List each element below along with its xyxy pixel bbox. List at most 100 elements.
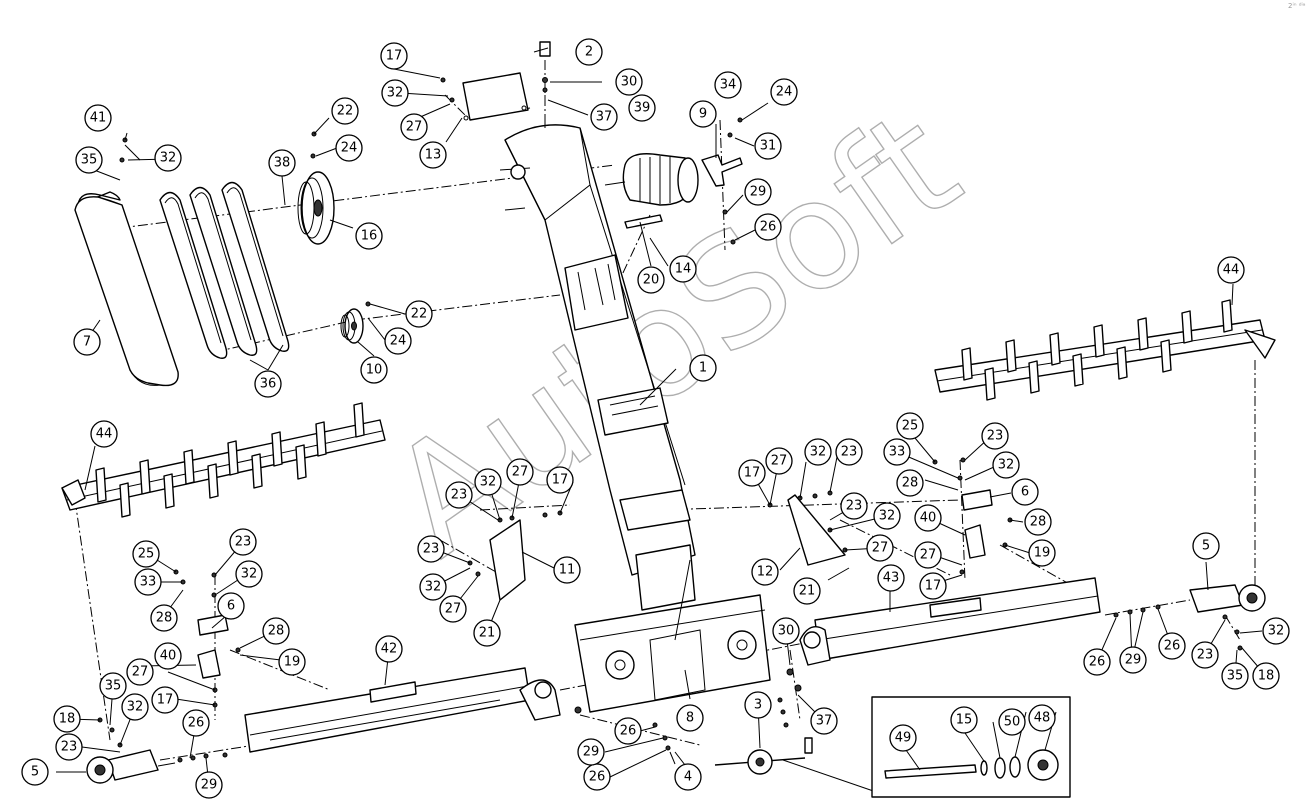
callout-27: 27: [765, 447, 793, 475]
svg-text:29: 29: [750, 185, 767, 200]
svg-text:28: 28: [268, 624, 285, 639]
svg-text:26: 26: [1089, 655, 1106, 670]
callout-38: 38: [268, 149, 296, 177]
callout-7: 7: [73, 328, 101, 356]
callout-1: 1: [689, 354, 717, 382]
callout-35: 35: [1221, 662, 1249, 690]
callouts: 1 2 3 4 5 5 6 6 7 8 9 10 11 12 13 14 15 …: [21, 38, 1290, 799]
callout-23: 23: [445, 481, 473, 509]
callout-12: 12: [751, 558, 779, 586]
callout-24: 24: [770, 78, 798, 106]
svg-text:23: 23: [987, 429, 1004, 444]
callout-24: 24: [335, 134, 363, 162]
boot-housing: [574, 559, 771, 713]
callout-29: 29: [1119, 646, 1147, 674]
svg-text:23: 23: [423, 542, 440, 557]
svg-text:49: 49: [895, 731, 912, 746]
svg-text:23: 23: [61, 740, 78, 755]
side-plate-right: [787, 494, 846, 566]
flight-chain-left: [61, 402, 386, 518]
svg-text:22: 22: [337, 104, 354, 119]
callout-27: 27: [914, 541, 942, 569]
svg-text:36: 36: [260, 377, 277, 392]
svg-text:40: 40: [160, 649, 177, 664]
callout-41: 41: [84, 104, 112, 132]
callout-32: 32: [154, 144, 182, 172]
svg-text:14: 14: [675, 262, 692, 277]
svg-text:23: 23: [451, 488, 468, 503]
corner-mark: 2ⁱⁿ ᵈⁱᵃ: [1288, 2, 1306, 10]
callout-2: 2: [575, 38, 603, 66]
callout-33: 33: [134, 568, 162, 596]
svg-text:4: 4: [684, 770, 692, 785]
svg-text:15: 15: [956, 713, 973, 728]
svg-text:39: 39: [634, 101, 651, 116]
callout-16: 16: [355, 222, 383, 250]
svg-text:16: 16: [361, 229, 378, 244]
svg-text:33: 33: [889, 445, 906, 460]
svg-text:10: 10: [366, 363, 383, 378]
callout-22: 22: [331, 97, 359, 125]
svg-text:23: 23: [1197, 648, 1214, 663]
callout-23: 23: [1191, 641, 1219, 669]
svg-text:25: 25: [902, 419, 919, 434]
callout-23: 23: [840, 492, 868, 520]
svg-text:27: 27: [132, 665, 149, 680]
svg-text:27: 27: [512, 465, 529, 480]
callout-40: 40: [914, 504, 942, 532]
svg-text:21: 21: [479, 626, 496, 641]
callout-21: 21: [793, 577, 821, 605]
svg-text:24: 24: [341, 141, 358, 156]
svg-text:32: 32: [127, 700, 144, 715]
svg-text:21: 21: [799, 584, 816, 599]
callout-17: 17: [738, 459, 766, 487]
svg-text:23: 23: [846, 499, 863, 514]
callout-23: 23: [417, 535, 445, 563]
callout-28: 28: [262, 617, 290, 645]
svg-text:44: 44: [96, 427, 113, 442]
svg-text:6: 6: [1021, 485, 1029, 500]
callout-26: 26: [1083, 648, 1111, 676]
large-pulley: [297, 171, 335, 245]
svg-text:23: 23: [841, 445, 858, 460]
callout-26: 26: [182, 709, 210, 737]
svg-text:6: 6: [227, 599, 235, 614]
motor: [604, 153, 699, 229]
svg-text:27: 27: [445, 602, 462, 617]
callout-19: 19: [278, 648, 306, 676]
callout-44: 44: [1217, 256, 1245, 284]
callout-26: 26: [583, 763, 611, 791]
callout-27: 27: [439, 595, 467, 623]
callout-32: 32: [474, 468, 502, 496]
conveyor-trough-left: [244, 667, 561, 753]
svg-text:5: 5: [31, 765, 39, 780]
svg-text:26: 26: [188, 716, 205, 731]
callout-14: 14: [669, 255, 697, 283]
svg-text:40: 40: [920, 511, 937, 526]
callout-44: 44: [90, 420, 118, 448]
callout-6: 6: [217, 592, 245, 620]
callout-32: 32: [1262, 617, 1290, 645]
svg-text:8: 8: [686, 711, 694, 726]
callout-39: 39: [628, 94, 656, 122]
svg-text:5: 5: [1202, 539, 1210, 554]
callout-27: 27: [506, 458, 534, 486]
callout-43: 43: [877, 564, 905, 592]
callout-5: 5: [1192, 532, 1220, 560]
callout-26: 26: [1158, 632, 1186, 660]
callout-24: 24: [384, 327, 412, 355]
svg-text:17: 17: [744, 466, 761, 481]
callout-28: 28: [150, 604, 178, 632]
callout-8: 8: [676, 704, 704, 732]
fastener-markers: [97, 77, 1243, 766]
callout-28: 28: [1024, 508, 1052, 536]
callout-17: 17: [380, 42, 408, 70]
svg-text:32: 32: [810, 445, 827, 460]
svg-text:9: 9: [699, 107, 707, 122]
svg-text:2: 2: [585, 45, 593, 60]
svg-text:32: 32: [1268, 624, 1285, 639]
svg-text:19: 19: [284, 655, 301, 670]
svg-text:32: 32: [425, 580, 442, 595]
svg-text:42: 42: [381, 642, 398, 657]
svg-text:24: 24: [776, 85, 793, 100]
